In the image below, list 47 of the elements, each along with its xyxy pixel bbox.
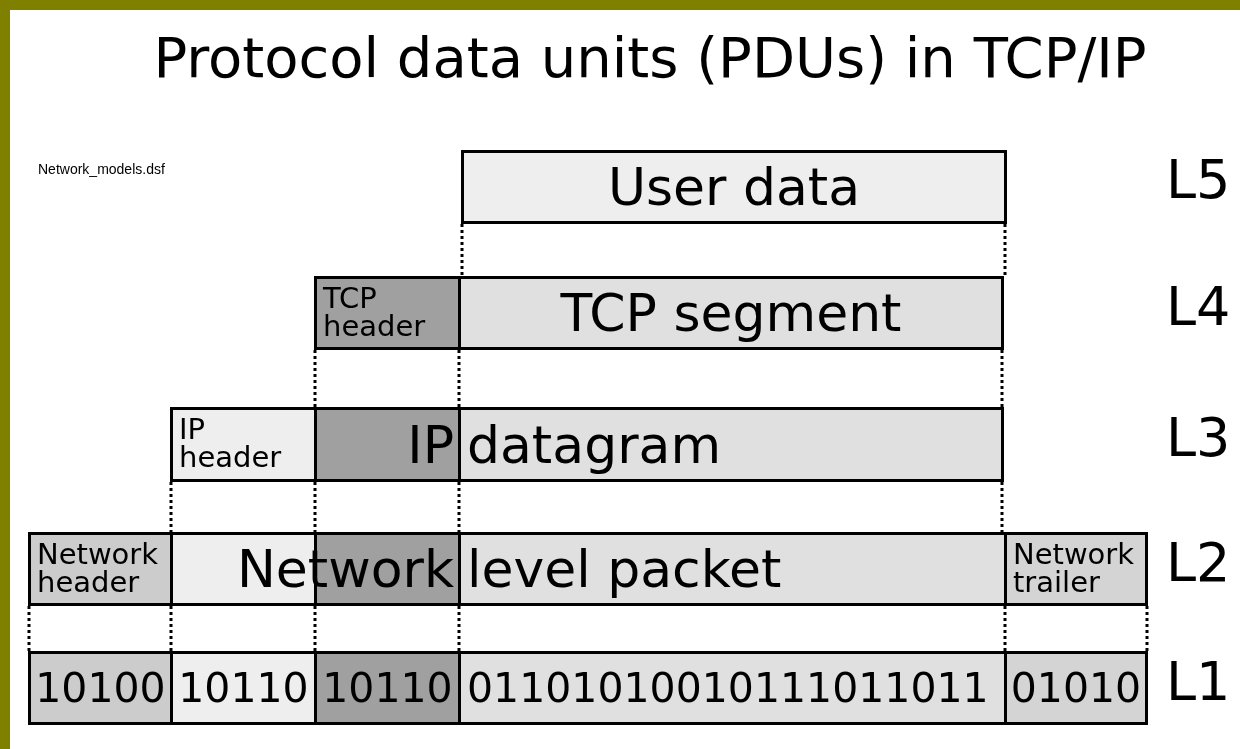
file-name: Network_models.dsf xyxy=(38,162,165,176)
dotted-line xyxy=(457,350,461,407)
pdu-field-box xyxy=(28,651,173,725)
pdu-field-box xyxy=(1004,532,1148,606)
layer-label: L4 xyxy=(1166,280,1231,334)
pdu-field-box xyxy=(458,532,1007,606)
field-label: Network header xyxy=(37,536,160,597)
dotted-line xyxy=(457,482,461,532)
field-label: 10100 xyxy=(35,667,166,709)
pdu-field-box xyxy=(1004,651,1148,725)
layer-label: L2 xyxy=(1166,536,1231,590)
dotted-line xyxy=(1000,350,1004,407)
pdu-field-box xyxy=(458,407,1004,482)
pdu-field-box xyxy=(28,532,173,606)
dotted-line xyxy=(313,482,317,532)
pdu-field-box xyxy=(458,651,1007,725)
pdu-field-box xyxy=(314,407,461,482)
field-label: 10110 xyxy=(178,667,309,709)
pdu-field-box xyxy=(170,651,317,725)
field-label: 10110 xyxy=(322,667,453,709)
field-label: 01101010010111011011 xyxy=(467,667,989,709)
layer-label: L3 xyxy=(1166,411,1231,465)
field-label: 01010 xyxy=(1010,667,1142,709)
layer-label: L5 xyxy=(1166,153,1231,207)
dotted-line xyxy=(460,224,464,276)
title: Protocol data units (PDUs) in TCP/IP xyxy=(152,30,1148,86)
dotted-line xyxy=(1000,482,1004,532)
dotted-line xyxy=(1003,224,1007,276)
field-label: User data xyxy=(607,161,861,213)
dotted-line xyxy=(1145,606,1149,651)
pdu-field-box xyxy=(314,651,461,725)
field-label: TCP header xyxy=(323,280,427,341)
field-label: IP xyxy=(407,418,454,471)
pdu-field-box xyxy=(458,276,1004,350)
field-label: IP header xyxy=(179,411,283,472)
dotted-line xyxy=(27,606,31,651)
dotted-line xyxy=(169,606,173,651)
pdu-field-box xyxy=(170,407,317,482)
dotted-line xyxy=(313,606,317,651)
pdu-field-box xyxy=(461,150,1007,224)
dotted-line xyxy=(169,482,173,532)
layer-label: L1 xyxy=(1166,655,1231,709)
pdu-field-box xyxy=(314,276,461,350)
dotted-line xyxy=(1003,606,1007,651)
field-label: Network trailer xyxy=(1013,536,1136,597)
dotted-line xyxy=(313,350,317,407)
dotted-line xyxy=(457,606,461,651)
